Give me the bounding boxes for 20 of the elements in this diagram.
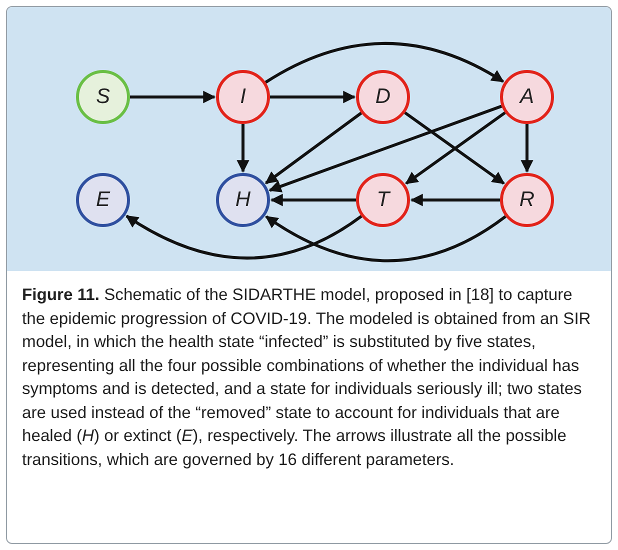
arrow [265,215,506,262]
state-label: S [96,85,110,109]
state-label: H [235,188,251,212]
arrow [270,194,356,206]
arrow [264,42,504,84]
state-label: T [376,188,390,212]
state-label: D [375,85,391,109]
state-label: E [96,188,110,212]
arrow [268,104,502,192]
arrow [270,90,356,104]
state-label: R [519,188,535,212]
arrow [130,90,216,104]
arrow [236,124,250,173]
arrow [126,214,362,260]
state-label: A [520,85,534,109]
caption: Figure 11. Schematic of the SIDARTHE model, proposed in [18] to capture the epidemic progression of COVID-19. The modeled is obtained from an SIR model, in which the health state “infected” is substituted by five states, representing all the four possible combinations of whether the individual has symptoms and is detected, and a state for individuals seriously ill; two states are used instead of the “removed” state to account for individuals that are healed (H) or extinct (E), respectively. The arrows illustrate all the possible transitions, which are governed by 16 different parameters. [22,284,592,470]
arrow [520,124,534,173]
state-label: I [240,85,246,109]
arrow [410,194,500,206]
arrow [264,112,362,184]
